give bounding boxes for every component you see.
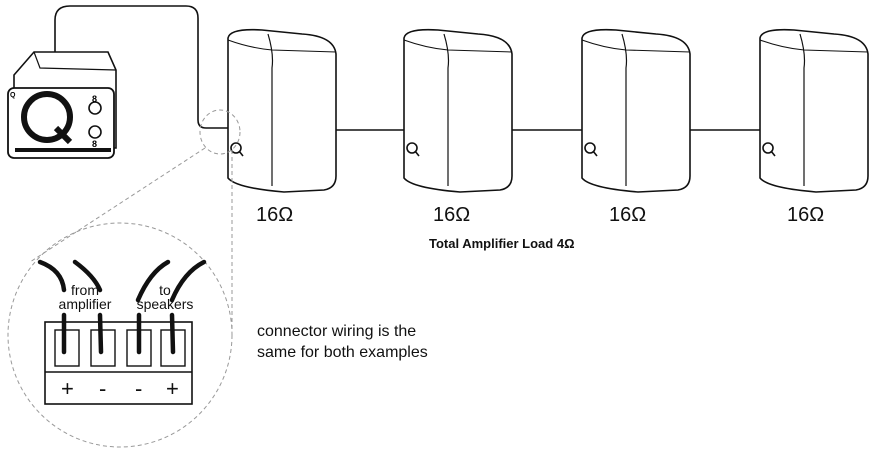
note-line2: same for both examples	[257, 344, 428, 361]
connector-block	[44, 321, 193, 405]
speaker-4-impedance: 16Ω	[787, 204, 825, 226]
amplifier-logo-ring	[21, 91, 73, 143]
terminal-2-polarity: -	[99, 376, 107, 401]
speaker-3	[581, 28, 691, 193]
speaker-3-impedance: 16Ω	[609, 204, 647, 226]
terminal-1-polarity: +	[61, 376, 74, 401]
to-label-line1: to	[159, 282, 171, 298]
amplifier-knob-bottom	[88, 125, 102, 139]
from-label-line2: amplifier	[58, 296, 112, 312]
speaker-1	[227, 28, 337, 193]
speaker-2	[403, 28, 513, 193]
connector-note: connector wiring is the same for both ex…	[257, 321, 428, 363]
terminal-1	[54, 329, 80, 367]
terminal-4-polarity: +	[166, 376, 179, 401]
from-amplifier-label: from amplifier	[50, 283, 120, 311]
total-load-label: Total Amplifier Load 4Ω	[429, 236, 575, 251]
amplifier-brand-mark: Q	[10, 92, 16, 99]
zoom-detail-circle	[7, 222, 233, 448]
note-line1: connector wiring is the	[257, 323, 417, 340]
from-label-line1: from	[71, 282, 99, 298]
speaker-2-impedance: 16Ω	[433, 204, 471, 226]
to-speakers-label: to speakers	[130, 283, 200, 311]
speaker-logo-icon	[406, 142, 418, 154]
speaker-logo-icon	[584, 142, 596, 154]
zoom-source-circle	[199, 109, 241, 155]
amplifier-knob-label-bottom: 8	[92, 139, 97, 149]
to-label-line2: speakers	[136, 296, 194, 312]
amplifier-unit: Q 8 8	[7, 51, 117, 159]
speaker-logo-icon	[230, 142, 242, 154]
amplifier-knob-top	[88, 101, 102, 115]
terminal-3-polarity: -	[135, 376, 143, 401]
speaker-4	[759, 28, 869, 193]
speaker-logo-icon	[762, 142, 774, 154]
amplifier-knob-label-top: 8	[92, 94, 97, 104]
connector-wires	[37, 259, 207, 355]
speaker-1-impedance: 16Ω	[256, 204, 294, 226]
zoom-line-left	[29, 147, 206, 263]
